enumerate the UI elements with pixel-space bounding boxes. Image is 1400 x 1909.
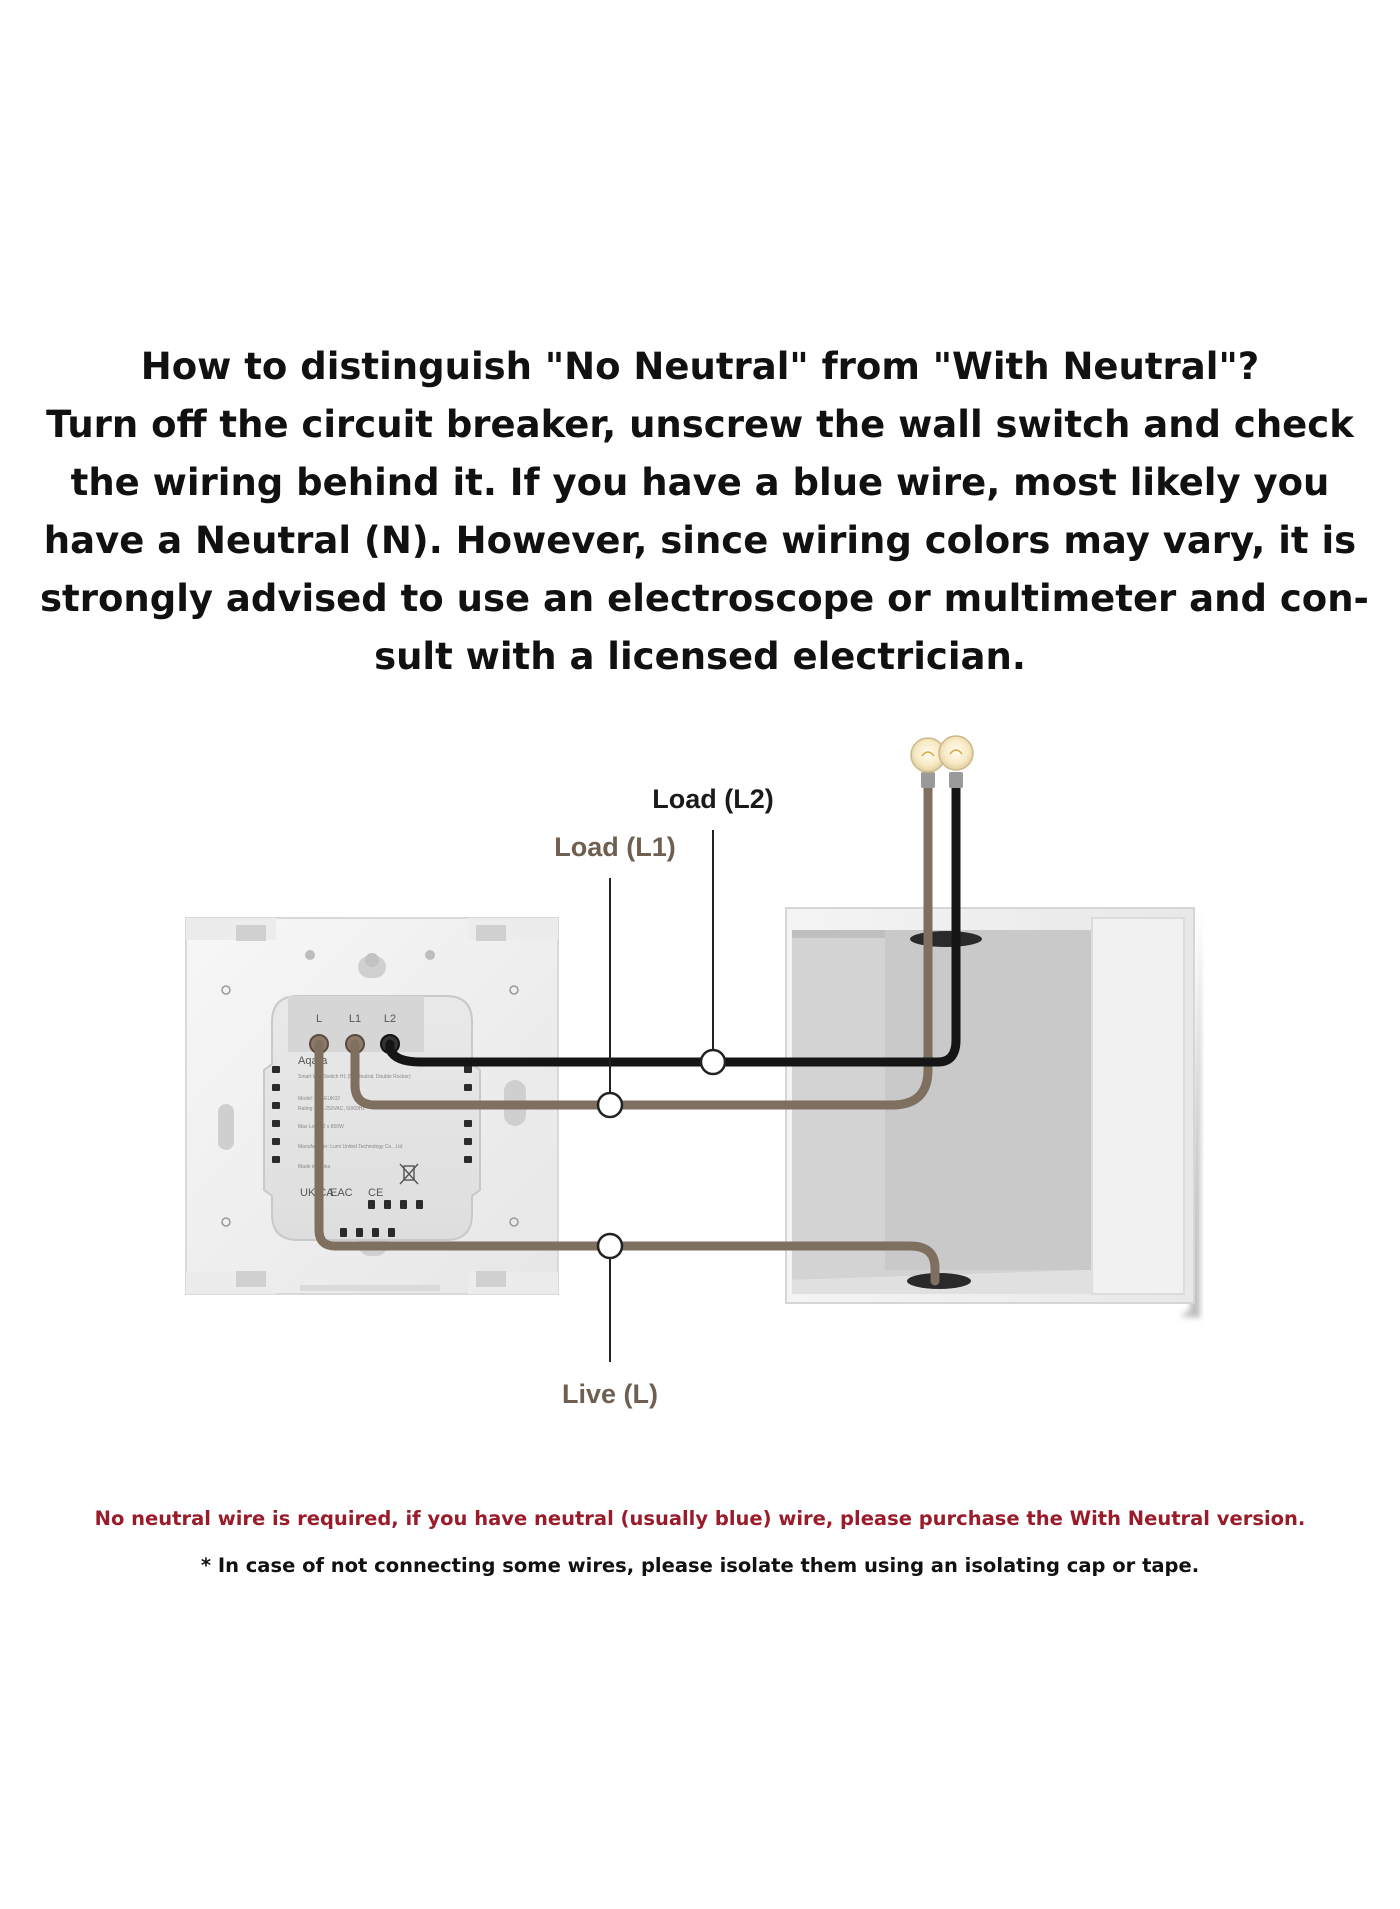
no-neutral-notice: No neutral wire is required, if you have… bbox=[94, 1507, 1306, 1530]
eac-mark: EAC bbox=[330, 1187, 353, 1199]
terminal-label-l2: L2 bbox=[384, 1013, 396, 1025]
ce-mark: CE bbox=[368, 1187, 383, 1199]
terminal-labels: L L1 L2 bbox=[316, 1013, 396, 1025]
live-node bbox=[596, 1232, 624, 1260]
load-l1-node bbox=[596, 1091, 624, 1119]
top-knockout-hole bbox=[910, 931, 982, 947]
label-line: Made in China bbox=[298, 1164, 330, 1170]
load-l2-wire bbox=[385, 779, 961, 1067]
load-l1-wire bbox=[350, 779, 933, 1110]
heading-line: sult with a licensed electrician. bbox=[374, 635, 1026, 678]
junction-box bbox=[785, 907, 1200, 1318]
heading-line: have a Neutral (N). However, since wirin… bbox=[43, 519, 1357, 562]
heading-line: the wiring behind it. If you have a blue… bbox=[70, 461, 1330, 504]
live-label: Live (L) bbox=[562, 1379, 658, 1409]
weee-bin-icon bbox=[399, 1163, 419, 1185]
label-line: Manufacturer: Lumi United Technology Co.… bbox=[298, 1144, 403, 1150]
heading-line: How to distinguish "No Neutral" from "Wi… bbox=[140, 345, 1260, 388]
isolation-notice: * In case of not connecting some wires, … bbox=[200, 1554, 1200, 1577]
terminal-label-l1: L1 bbox=[349, 1013, 361, 1025]
load-l2-label: Load (L2) bbox=[652, 784, 774, 814]
instruction-heading: How to distinguish "No Neutral" from "Wi… bbox=[40, 338, 1369, 686]
light-bulb-l1 bbox=[910, 737, 946, 788]
heading-line: strongly advised to use an electroscope … bbox=[40, 577, 1369, 620]
load-l1-label: Load (L1) bbox=[554, 832, 676, 862]
light-bulb-l2 bbox=[938, 735, 974, 788]
switch-module-body: L L1 L2 Aqara Smart Wall Switch H1 (No N… bbox=[263, 995, 481, 1241]
load-l2-node bbox=[699, 1048, 727, 1076]
label-line: Rating: 100-250VAC, 50/60Hz bbox=[298, 1106, 365, 1112]
brand-logo: Aqara bbox=[298, 1055, 328, 1067]
terminal-label-l: L bbox=[316, 1013, 322, 1025]
heading-line: Turn off the circuit breaker, unscrew th… bbox=[46, 403, 1354, 446]
